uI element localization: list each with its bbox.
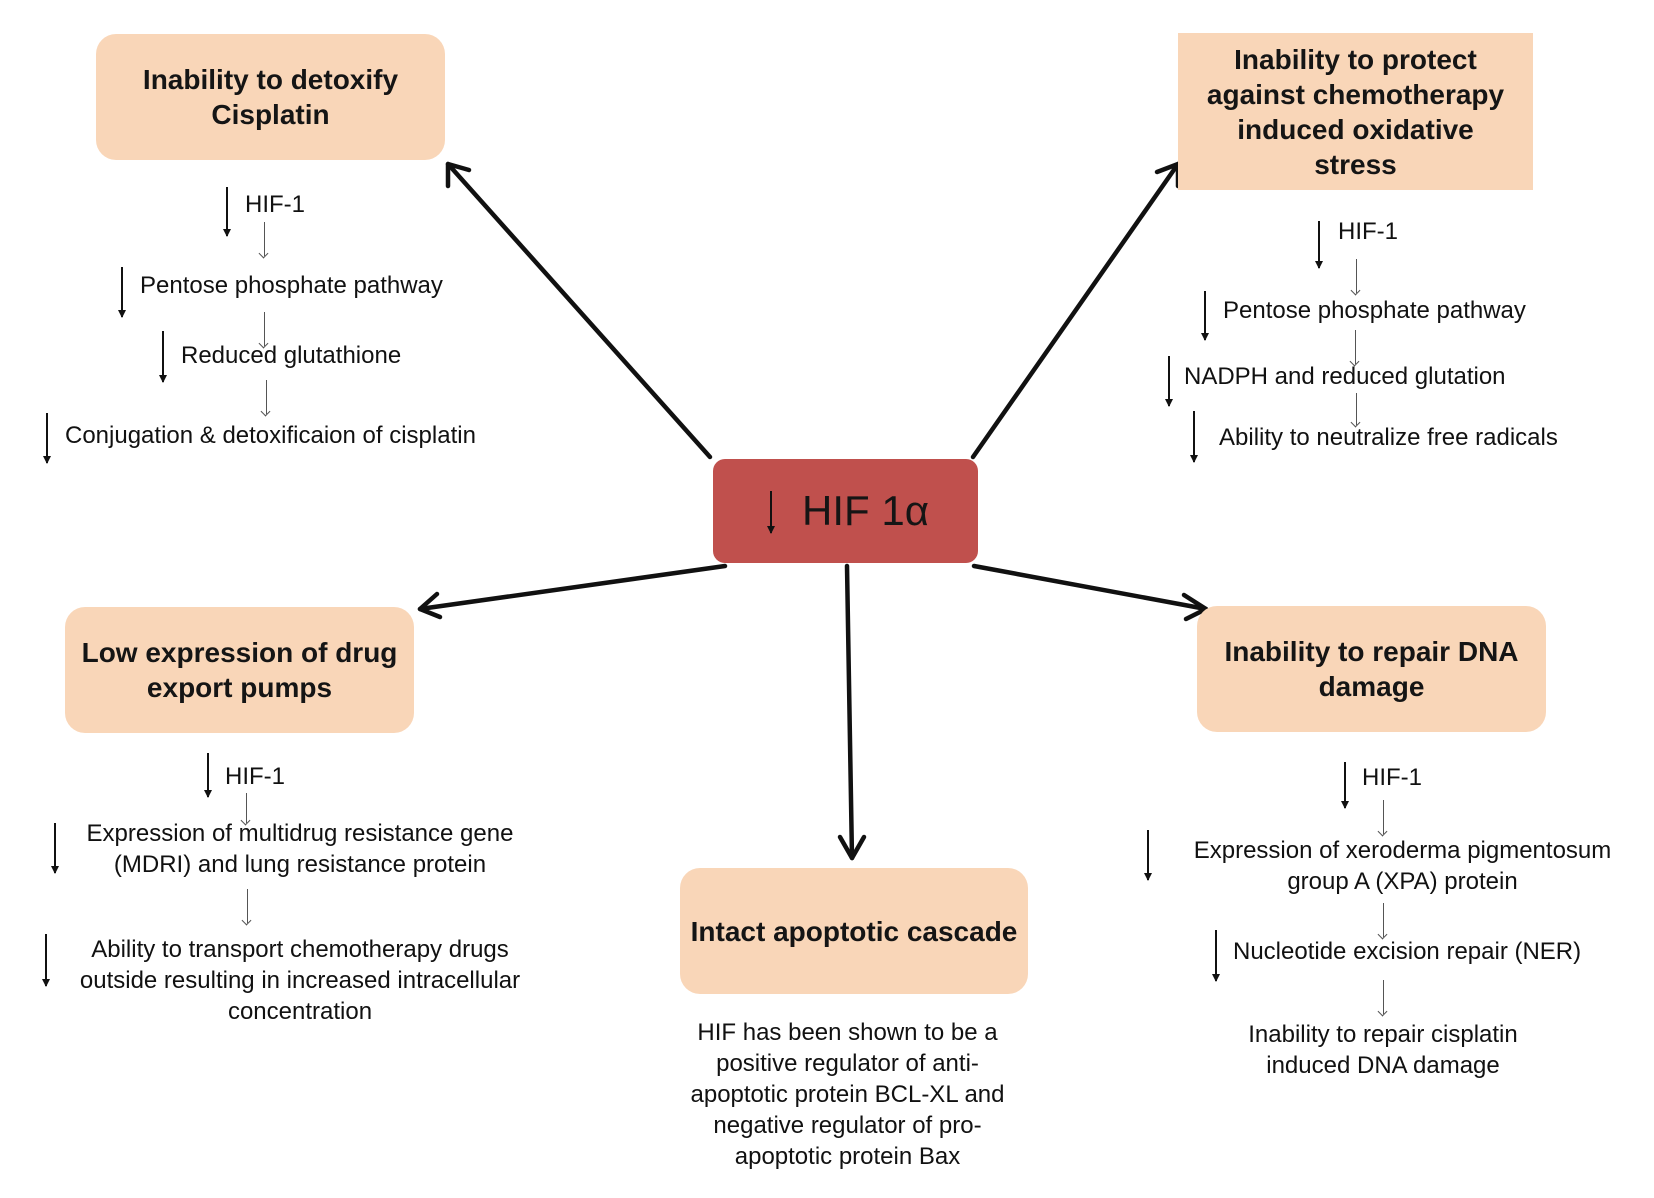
decrease-arrow-icon: [204, 753, 212, 798]
leads-to-arrow-icon: [247, 889, 248, 923]
hif1a-node: HIF 1α: [713, 459, 978, 563]
oxidative-step-2: Pentose phosphate pathway: [1223, 297, 1526, 324]
arrow-to-detoxify: [445, 161, 713, 460]
leads-to-arrow-icon: [264, 222, 265, 256]
decrease-arrow-icon: [1315, 221, 1323, 269]
arrow-to-dna: [971, 563, 1209, 612]
arrow-to-oxidative: [970, 161, 1181, 460]
decrease-arrow-icon: [1341, 762, 1349, 809]
oxidative-title: Inability to protect against chemotherap…: [1206, 43, 1505, 180]
decrease-arrow-icon: [1201, 291, 1209, 341]
apoptotic-title: Intact apoptotic cascade: [690, 915, 1018, 947]
leads-to-arrow-icon: [1383, 903, 1384, 937]
oxidative-step-3: NADPH and reduced glutation: [1184, 363, 1506, 390]
detoxify-step-3: Reduced glutathione: [181, 342, 402, 369]
decrease-arrow-icon: [1190, 411, 1198, 463]
decrease-arrow-icon: [223, 187, 231, 237]
leads-to-arrow-icon: [1356, 259, 1357, 293]
pumps-step-2: Expression of multidrug resistance gene …: [86, 820, 514, 878]
arrow-to-pumps: [417, 563, 728, 612]
hif1a-label: HIF 1α: [802, 487, 929, 534]
detoxify-step-1: HIF-1: [245, 191, 305, 218]
apoptotic-note: HIF has been shown to be a positive regu…: [690, 1019, 1005, 1170]
decrease-arrow-icon: [42, 934, 50, 987]
decrease-arrow-icon: [767, 491, 775, 534]
pumps-title-box: Low expression of drug export pumps: [65, 607, 414, 733]
dna-step-4: Inability to repair cisplatin induced DN…: [1248, 1021, 1518, 1079]
decrease-arrow-icon: [51, 823, 59, 874]
dna-step-1: HIF-1: [1362, 764, 1422, 791]
leads-to-arrow-icon: [1383, 980, 1384, 1014]
leads-to-arrow-icon: [264, 312, 265, 346]
apoptotic-title-box: Intact apoptotic cascade: [680, 868, 1028, 994]
decrease-arrow-icon: [118, 267, 126, 318]
detoxify-title-box: Inability to detoxify Cisplatin: [96, 34, 445, 160]
detoxify-title: Inability to detoxify Cisplatin: [142, 64, 399, 130]
leads-to-arrow-icon: [1355, 330, 1356, 364]
decrease-arrow-icon: [1165, 356, 1173, 407]
dna-title: Inability to repair DNA damage: [1224, 636, 1519, 702]
arrow-to-apoptotic: [844, 563, 855, 861]
dna-step-2: Expression of xeroderma pigmentosum grou…: [1193, 837, 1612, 895]
decrease-arrow-icon: [1212, 930, 1220, 982]
leads-to-arrow-icon: [266, 380, 267, 414]
leads-to-arrow-icon: [1383, 800, 1384, 834]
dna-step-3: Nucleotide excision repair (NER): [1233, 938, 1582, 965]
detoxify-step-4: Conjugation & detoxificaion of cisplatin: [65, 422, 476, 449]
oxidative-title-box: Inability to protect against chemotherap…: [1178, 33, 1533, 190]
oxidative-step-1: HIF-1: [1338, 218, 1398, 245]
leads-to-arrow-icon: [246, 793, 247, 823]
leads-to-arrow-icon: [1356, 393, 1357, 425]
pumps-step-3: Ability to transport chemotherapy drugs …: [79, 936, 521, 1025]
oxidative-step-4: Ability to neutralize free radicals: [1219, 424, 1558, 451]
detoxify-step-2: Pentose phosphate pathway: [140, 272, 443, 299]
decrease-arrow-icon: [43, 413, 51, 464]
pumps-step-1: HIF-1: [225, 763, 285, 790]
decrease-arrow-icon: [1144, 830, 1152, 881]
pumps-title: Low expression of drug export pumps: [81, 637, 398, 703]
decrease-arrow-icon: [159, 331, 167, 383]
dna-title-box: Inability to repair DNA damage: [1197, 606, 1546, 732]
